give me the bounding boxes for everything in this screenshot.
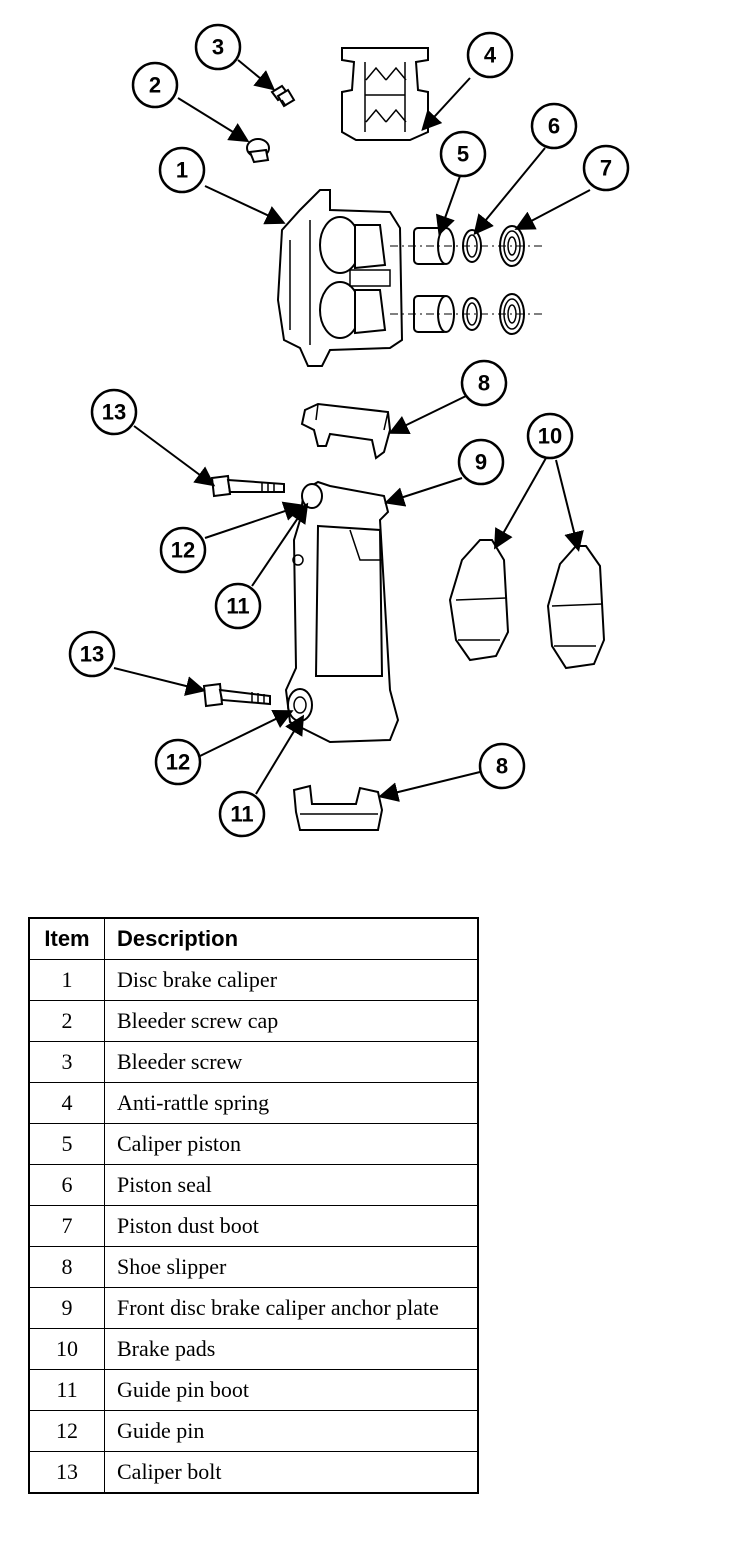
callout-label: 5: [457, 142, 469, 167]
callout-8-lower: 8: [478, 742, 526, 790]
callout-label: 13: [80, 642, 104, 667]
callout-8-upper: 8: [460, 359, 508, 407]
piston-dust-boot-drawing: [499, 225, 525, 335]
piston-seal-drawing: [462, 229, 482, 331]
caliper-piston-drawing: [413, 227, 455, 333]
item-description: Front disc brake caliper anchor plate: [104, 1287, 479, 1329]
brake-pads-drawing: [448, 539, 606, 670]
item-description: Piston seal: [104, 1164, 479, 1206]
callout-label: 2: [149, 73, 161, 98]
item-number: 13: [28, 1451, 105, 1494]
shoe-slipper-upper-drawing: [300, 402, 392, 460]
bleeder-screw-drawing: [270, 84, 296, 108]
item-number: 10: [28, 1328, 105, 1370]
caliper-bolt-lower-drawing: [202, 682, 271, 708]
exploded-diagram: 3 2 4 1 5 6 7 8 13 10 9 12: [68, 23, 630, 838]
callout-12-upper: 12: [159, 526, 207, 574]
callout-label: 11: [230, 802, 253, 827]
item-description: Guide pin boot: [104, 1369, 479, 1411]
callout-5: 5: [439, 130, 487, 178]
callout-label: 1: [176, 158, 188, 183]
table-header-row: Item Description: [28, 917, 479, 960]
bleeder-screw-cap-drawing: [246, 138, 270, 164]
callout-label: 12: [166, 750, 190, 775]
item-number: 8: [28, 1246, 105, 1288]
item-description: Disc brake caliper: [104, 959, 479, 1001]
callout-2: 2: [131, 61, 179, 109]
callout-13-upper: 13: [90, 388, 138, 436]
item-number: 2: [28, 1000, 105, 1042]
callout-label: 4: [484, 43, 497, 68]
header-item: Item: [28, 917, 105, 960]
caliper-bolt-upper-drawing: [210, 474, 285, 498]
callout-label: 8: [496, 754, 508, 779]
item-description: Piston dust boot: [104, 1205, 479, 1247]
item-number: 12: [28, 1410, 105, 1452]
callout-13-lower: 13: [68, 630, 116, 678]
callout-6: 6: [530, 102, 578, 150]
callout-label: 3: [212, 35, 224, 60]
callout-11-upper: 11: [214, 582, 262, 630]
item-number: 11: [28, 1369, 105, 1411]
callout-label: 10: [538, 424, 562, 449]
item-description: Anti-rattle spring: [104, 1082, 479, 1124]
item-number: 4: [28, 1082, 105, 1124]
callout-label: 9: [475, 450, 487, 475]
callout-label: 12: [171, 538, 195, 563]
item-description: Shoe slipper: [104, 1246, 479, 1288]
item-description: Brake pads: [104, 1328, 479, 1370]
callout-label: 11: [226, 594, 249, 619]
callout-11-lower: 11: [218, 790, 266, 838]
header-description: Description: [104, 917, 479, 960]
item-number: 7: [28, 1205, 105, 1247]
callout-9: 9: [457, 438, 505, 486]
callout-label: 8: [478, 371, 490, 396]
callout-4: 4: [466, 31, 514, 79]
item-description: Bleeder screw cap: [104, 1000, 479, 1042]
item-description: Caliper bolt: [104, 1451, 479, 1494]
callout-label: 6: [548, 114, 560, 139]
item-number: 9: [28, 1287, 105, 1329]
shoe-slipper-lower-drawing: [292, 784, 384, 831]
item-description: Caliper piston: [104, 1123, 479, 1165]
item-number: 5: [28, 1123, 105, 1165]
item-number: 6: [28, 1164, 105, 1206]
callout-12-lower: 12: [154, 738, 202, 786]
item-number: 1: [28, 959, 105, 1001]
callout-1: 1: [158, 146, 206, 194]
anchor-plate-drawing: [284, 480, 400, 744]
callout-label: 13: [102, 400, 126, 425]
callout-7: 7: [582, 144, 630, 192]
caliper-body-drawing: [276, 189, 404, 367]
callout-10: 10: [526, 412, 574, 460]
item-description: Guide pin: [104, 1410, 479, 1452]
callout-3: 3: [194, 23, 242, 71]
callout-label: 7: [600, 156, 612, 181]
anti-rattle-spring-drawing: [341, 47, 429, 141]
item-number: 3: [28, 1041, 105, 1083]
item-description: Bleeder screw: [104, 1041, 479, 1083]
